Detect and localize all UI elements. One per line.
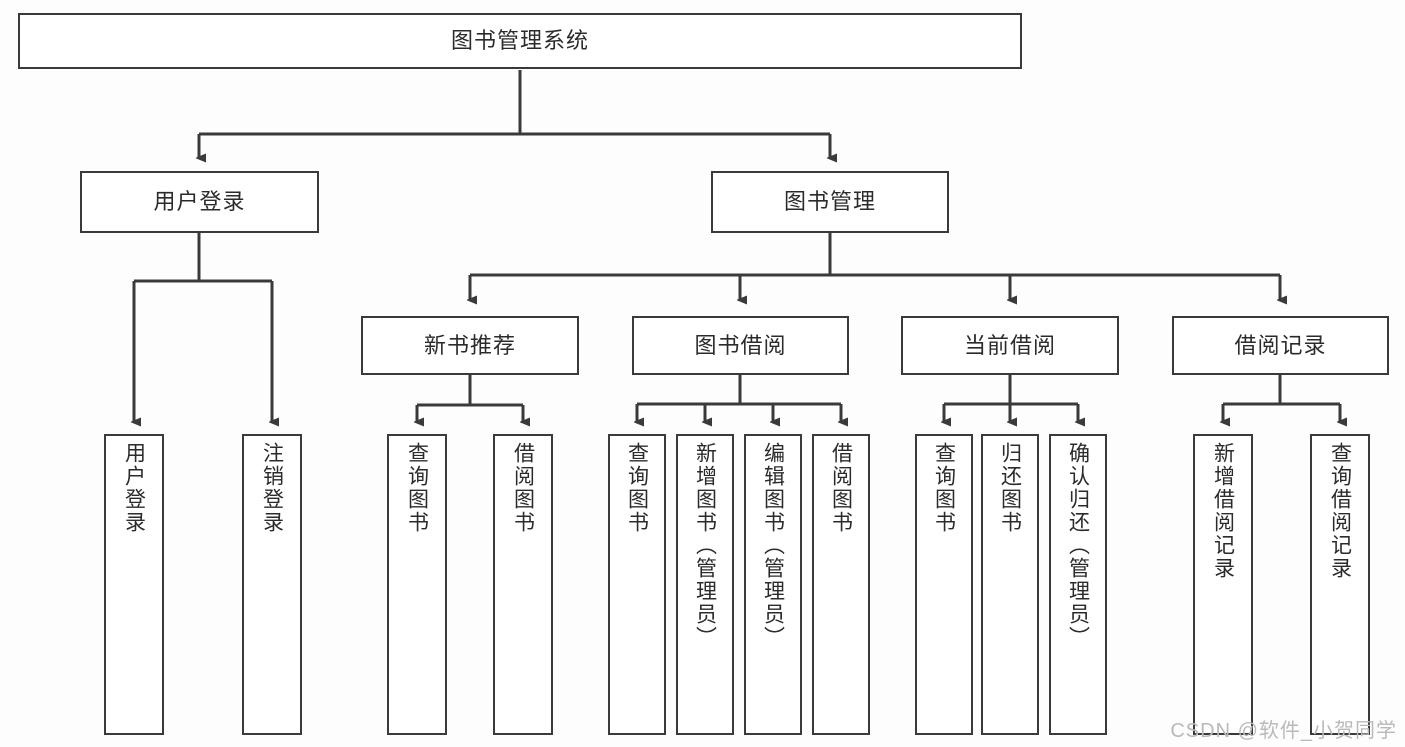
leaf-record-add-record[interactable]: 新增借阅记录 (1193, 434, 1253, 735)
leaf-user-login-logout[interactable]: 注销登录 (242, 434, 302, 735)
leaf-borrow-edit-book-admin[interactable]: 编辑图书（管理员） (744, 434, 802, 735)
node-new-book-recommend[interactable]: 新书推荐 (361, 316, 579, 375)
node-book-management[interactable]: 图书管理 (711, 171, 949, 233)
watermark-text: CSDN @软件_小贺同学 (1170, 720, 1397, 742)
leaf-current-query-book[interactable]: 查询图书 (915, 434, 973, 735)
node-label: 新增借阅记录 (1211, 442, 1235, 580)
node-label: 图书借阅 (694, 332, 787, 358)
leaf-user-login-login[interactable]: 用户登录 (104, 434, 164, 735)
node-label: 图书管理系统 (450, 28, 589, 54)
leaf-borrow-query-book[interactable]: 查询图书 (608, 434, 666, 735)
leaf-current-return-book[interactable]: 归还图书 (981, 434, 1039, 735)
node-user-login[interactable]: 用户登录 (80, 171, 319, 233)
node-label: 当前借阅 (963, 332, 1056, 358)
node-borrow-record[interactable]: 借阅记录 (1172, 316, 1389, 375)
node-root-system[interactable]: 图书管理系统 (18, 13, 1022, 69)
leaf-borrow-borrow-book[interactable]: 借阅图书 (812, 434, 870, 735)
leaf-recommend-query-book[interactable]: 查询图书 (387, 434, 447, 735)
leaf-current-confirm-return-admin[interactable]: 确认归还（管理员） (1049, 434, 1107, 735)
leaf-recommend-borrow-book[interactable]: 借阅图书 (493, 434, 553, 735)
node-label: 查询图书 (625, 442, 649, 534)
node-label: 查询图书 (405, 442, 429, 534)
node-label: 归还图书 (998, 442, 1022, 534)
node-label: 用户登录 (122, 442, 146, 534)
node-book-borrow[interactable]: 图书借阅 (632, 316, 849, 375)
node-label: 新增图书（管理员） (693, 442, 717, 649)
node-label: 查询图书 (932, 442, 956, 534)
leaf-record-query-record[interactable]: 查询借阅记录 (1310, 434, 1370, 735)
node-label: 编辑图书（管理员） (761, 442, 785, 649)
node-label: 借阅记录 (1234, 332, 1327, 358)
node-label: 借阅图书 (511, 442, 535, 534)
node-current-borrow[interactable]: 当前借阅 (901, 316, 1119, 375)
node-label: 注销登录 (260, 442, 284, 534)
node-label: 图书管理 (783, 189, 876, 215)
leaf-borrow-add-book-admin[interactable]: 新增图书（管理员） (676, 434, 734, 735)
node-label: 确认归还（管理员） (1066, 442, 1090, 649)
node-label: 借阅图书 (829, 442, 853, 534)
node-label: 新书推荐 (423, 332, 516, 358)
node-label: 查询借阅记录 (1328, 442, 1352, 580)
node-label: 用户登录 (153, 189, 246, 215)
